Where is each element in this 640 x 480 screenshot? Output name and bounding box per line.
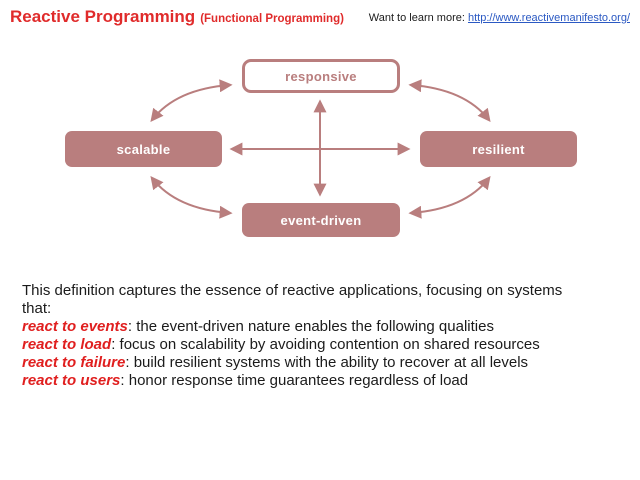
arc-scalable-eventdriven [150, 175, 233, 219]
definition-bullet: react to users: honor response time guar… [22, 372, 618, 390]
header-title-group: Reactive Programming (Functional Program… [10, 7, 344, 27]
reactive-manifesto-link[interactable]: http://www.reactivemanifesto.org/ [467, 12, 630, 24]
diagram-node-responsive: responsive [242, 59, 400, 93]
diagram-node-scalable: scalable [65, 131, 222, 167]
bullet-term: react to users [22, 372, 121, 389]
diagram-node-resilient: resilient [420, 131, 577, 167]
node-label: resilient [472, 141, 525, 157]
learn-more-label: Want to learn more: [368, 12, 465, 24]
arc-eventdriven-resilient [408, 175, 491, 219]
arc-scalable-responsive [150, 79, 233, 123]
bullet-rest: : the event-driven nature enables the fo… [127, 318, 494, 335]
definition-intro-line: This definition captures the essence of … [22, 282, 563, 299]
node-label: scalable [116, 141, 171, 157]
arc-responsive-resilient [408, 79, 491, 123]
definition-intro-line: that: [22, 300, 52, 317]
page-subtitle: (Functional Programming) [200, 13, 344, 25]
bullet-term: react to failure [22, 354, 126, 371]
definition-bullet: react to load: focus on scalability by a… [22, 336, 618, 354]
bullet-rest: : build resilient systems with the abili… [125, 354, 529, 371]
node-label: responsive [285, 68, 357, 84]
page-title: Reactive Programming [10, 7, 196, 26]
bullet-term: react to events [22, 318, 128, 335]
definition-bullet: react to failure: build resilient system… [22, 354, 618, 372]
bullet-rest: : focus on scalability by avoiding conte… [111, 336, 540, 353]
node-label: event-driven [280, 212, 362, 228]
learn-more: Want to learn more: http://www.reactivem… [369, 12, 630, 24]
bullet-term: react to load [22, 336, 112, 353]
definition-bullet: react to events: the event-driven nature… [22, 318, 618, 336]
diagram-node-event-driven: event-driven [242, 203, 400, 237]
bullet-rest: : honor response time guarantees regardl… [120, 372, 469, 389]
definition-text: This definition captures the essence of … [22, 282, 618, 390]
